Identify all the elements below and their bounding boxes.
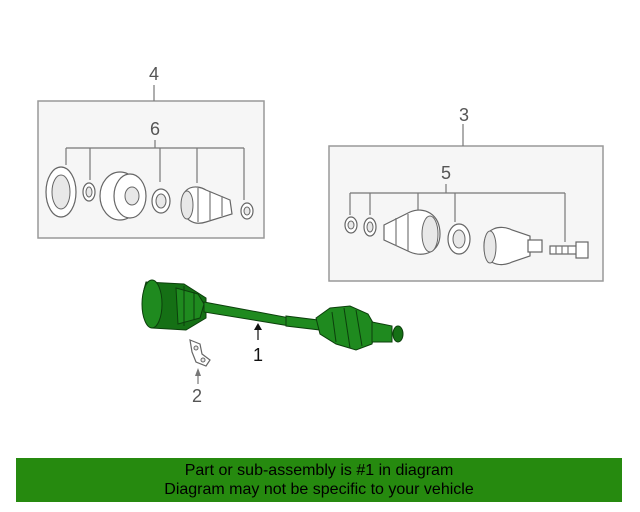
drive-axle-assembly[interactable]: [141, 279, 404, 351]
callout-2[interactable]: 2: [192, 386, 202, 406]
kit-box-4: 4 6: [37, 64, 265, 239]
cv-joint-inner[interactable]: [483, 226, 543, 266]
clamp-large-right[interactable]: [447, 223, 471, 255]
bracket-part-2[interactable]: [189, 339, 211, 367]
callout-6[interactable]: 6: [150, 119, 160, 139]
cv-boot[interactable]: [180, 186, 233, 224]
leader-2: 2: [192, 368, 202, 406]
leader-1: 1: [253, 323, 263, 365]
callout-5[interactable]: 5: [441, 163, 451, 183]
kit-box-3: 3 5: [328, 105, 604, 282]
clamp-tiny[interactable]: [240, 202, 254, 220]
clamp-small[interactable]: [151, 188, 171, 214]
callout-4[interactable]: 4: [149, 64, 159, 84]
banner-line-1: Part or sub-assembly is #1 in diagram: [184, 462, 454, 479]
boot-clamp-large[interactable]: [45, 166, 77, 218]
axle-bolt[interactable]: [549, 241, 589, 259]
banner-line-2: Diagram may not be specific to your vehi…: [164, 481, 474, 498]
callout-3[interactable]: 3: [459, 105, 469, 125]
cv-joint-outer[interactable]: [99, 171, 147, 221]
clamp-small-right[interactable]: [344, 216, 358, 234]
ring-right[interactable]: [363, 217, 377, 237]
callout-1[interactable]: 1: [253, 345, 263, 365]
cv-boot-right[interactable]: [383, 209, 441, 255]
info-banner: Part or sub-assembly is #1 in diagram Di…: [16, 458, 622, 502]
washer-ring[interactable]: [82, 182, 96, 202]
